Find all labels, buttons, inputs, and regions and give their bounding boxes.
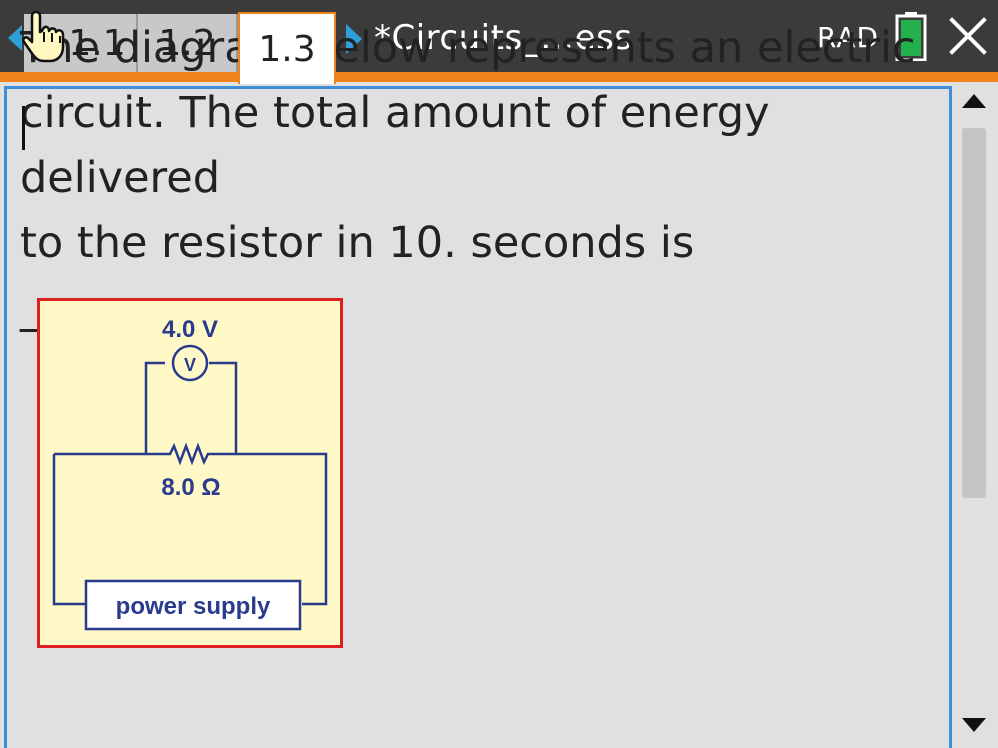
voltmeter-label: V (184, 355, 196, 375)
tab-1-3[interactable]: 1.3 (238, 12, 336, 84)
tab-label: 1.2 (158, 22, 216, 64)
hand-pointer-icon (22, 10, 65, 63)
question-text[interactable]: The diagram below represents an electric… (20, 16, 940, 341)
tab-label: 1.1 (68, 22, 126, 64)
document-title: *Circuits_…ess (374, 18, 633, 58)
resistance-label: 8.0 Ω (161, 474, 220, 501)
angle-mode-indicator: RAD (817, 21, 880, 54)
voltmeter-wire-right (209, 361, 238, 454)
chevron-left-icon[interactable] (8, 25, 22, 51)
voltmeter-wire-left (144, 361, 165, 454)
active-tab-underline (0, 72, 998, 82)
power-supply-label: power supply (116, 593, 271, 620)
circuit-diagram: 4.0 V V 8.0 Ω power supply (37, 298, 343, 648)
power-supply-box (84, 579, 302, 631)
voltage-label: 4.0 V (162, 316, 218, 343)
chevron-right-icon[interactable] (346, 24, 362, 54)
question-line: circuit. The total amount of energy deli… (20, 88, 770, 203)
voltmeter-symbol (171, 344, 209, 382)
question-line: The diagram below represents an electric (20, 23, 916, 73)
arrow-up-icon[interactable] (962, 94, 986, 108)
circuit-drawing: 4.0 V V 8.0 Ω power supply (52, 316, 328, 631)
battery-icon (895, 12, 927, 61)
tab-1-2[interactable]: 1.2 (138, 14, 238, 72)
arrow-down-icon[interactable] (962, 718, 986, 732)
tab-label: 1.3 (258, 28, 316, 70)
text-cursor (22, 106, 25, 150)
scrollbar-thumb[interactable] (962, 128, 986, 498)
close-icon[interactable] (948, 16, 988, 56)
circuit-left-wire (52, 454, 86, 606)
circuit-main-wire (54, 442, 328, 606)
